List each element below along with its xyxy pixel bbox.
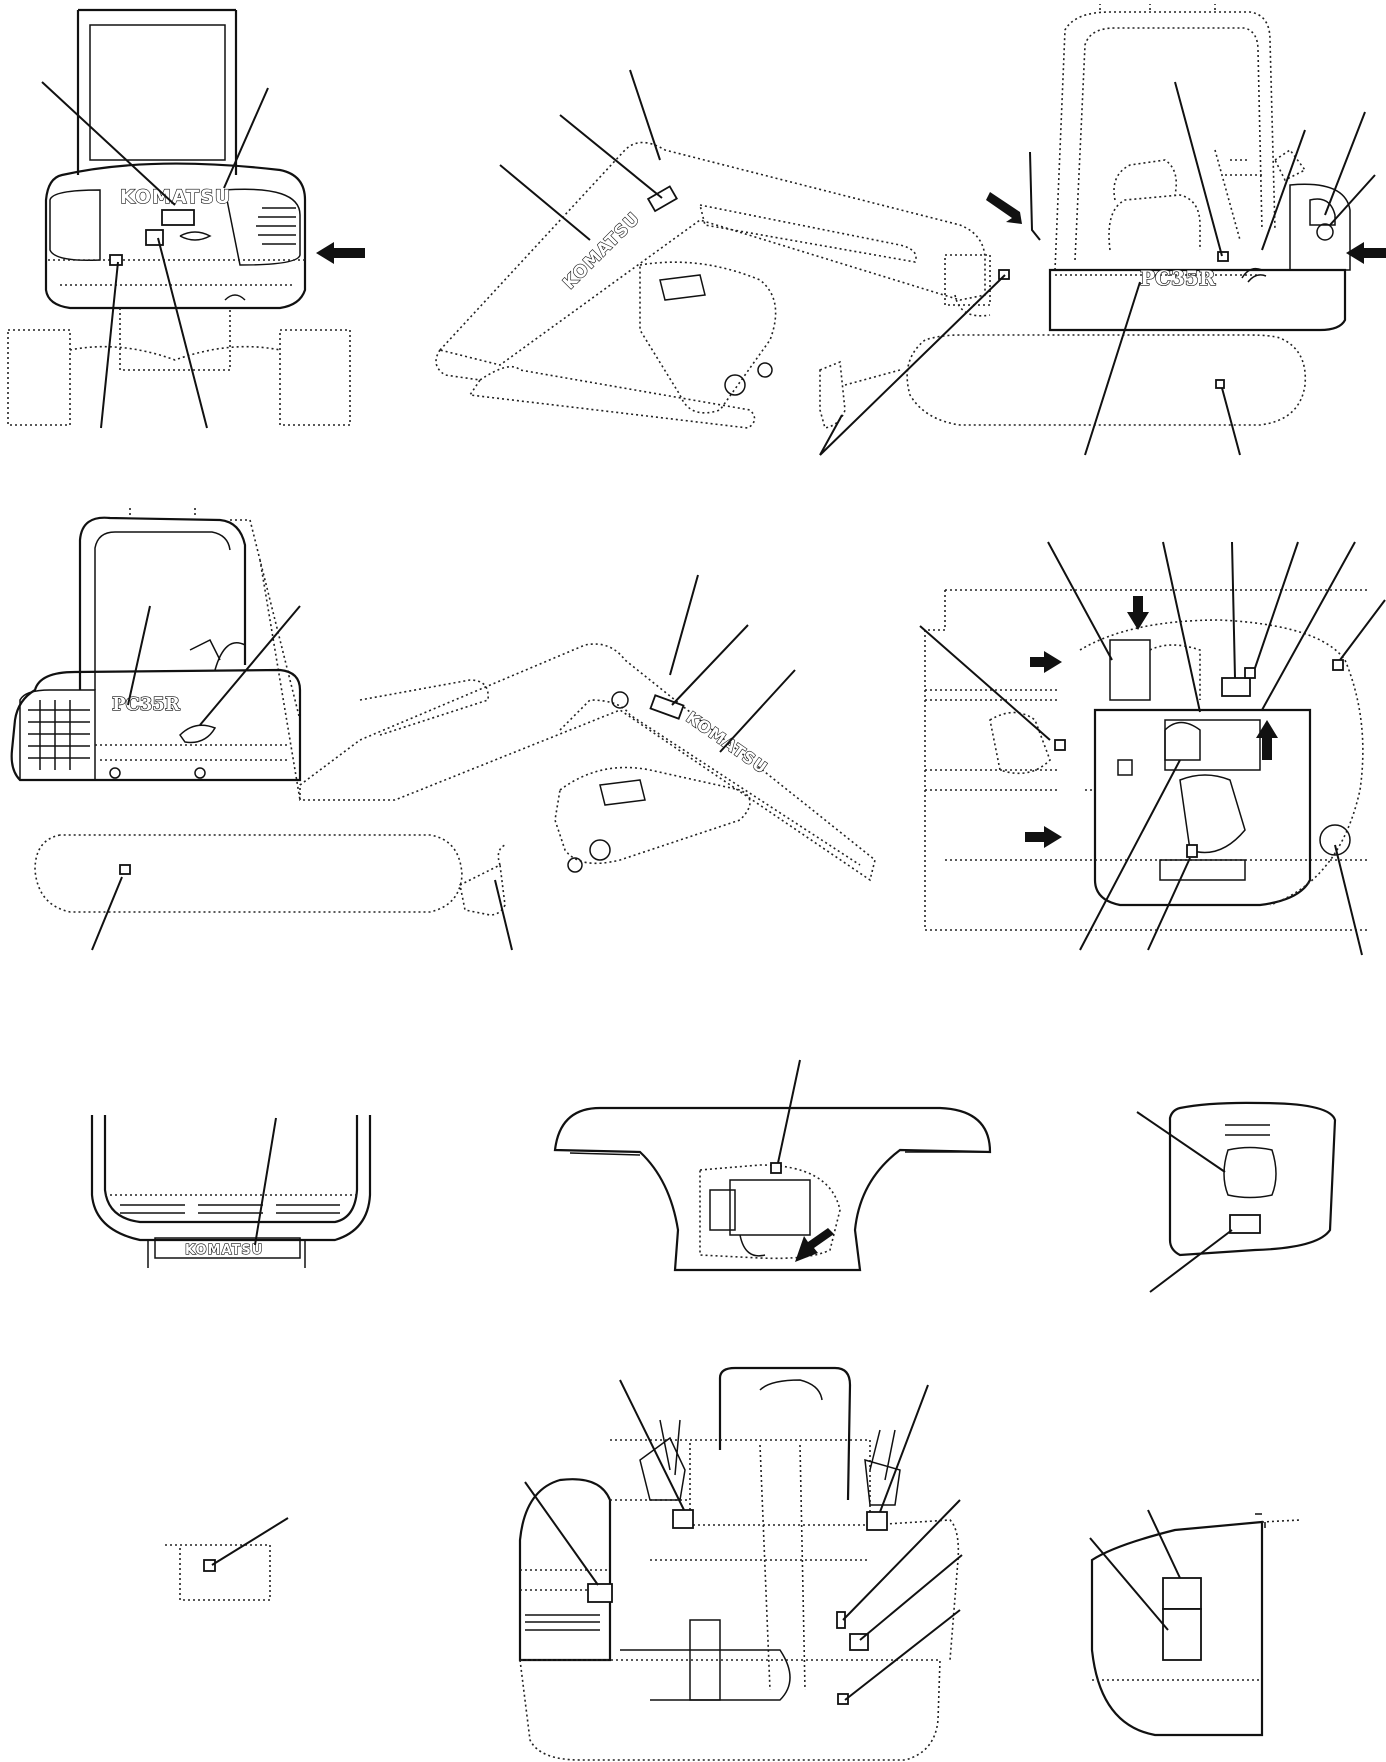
decal-marker	[587, 1583, 613, 1603]
svg-text:KOMATSU: KOMATSU	[683, 708, 772, 778]
decal-marker	[837, 1693, 849, 1705]
small-panel-view	[165, 1517, 289, 1601]
decal-marker	[145, 229, 164, 246]
decal-marker	[646, 185, 678, 213]
svg-text:KOMATSU: KOMATSU	[185, 1243, 263, 1258]
right-side-view: KOMATSU PC35R	[435, 4, 1386, 456]
rear-view: KOMATSU	[7, 8, 365, 429]
decal-marker	[1162, 1608, 1202, 1661]
model-decal-left: PC35R	[111, 693, 181, 715]
arrow-icon	[1256, 720, 1278, 760]
decal-marker	[1054, 739, 1066, 751]
decal-marker	[1162, 1577, 1202, 1610]
left-side-view: PC35R KOMATSU	[10, 508, 876, 951]
decal-marker	[119, 864, 131, 875]
decal-marker	[1221, 677, 1251, 697]
decal-marker	[998, 269, 1010, 280]
svg-text:PC35R: PC35R	[112, 694, 181, 715]
decal-marker	[1332, 659, 1344, 671]
decal-marker	[1186, 844, 1198, 858]
svg-text:KOMATSU: KOMATSU	[559, 208, 644, 293]
arrow-icon	[1346, 242, 1386, 264]
arrow-icon	[986, 192, 1022, 224]
decal-marker	[866, 1511, 888, 1531]
decal-marker	[1229, 1214, 1261, 1234]
arrow-icon	[316, 242, 365, 264]
svg-text:KOMATSU: KOMATSU	[120, 186, 231, 208]
decal-marker	[109, 254, 123, 266]
arrow-icon	[795, 1228, 834, 1262]
canopy-roof-view: KOMATSU	[90, 1115, 372, 1268]
decal-marker	[672, 1509, 694, 1529]
decal-marker	[836, 1611, 846, 1629]
decal-marker	[1217, 251, 1229, 262]
arrow-icon	[1030, 651, 1062, 673]
svg-text:PC35R: PC35R	[1140, 266, 1216, 290]
fender-view	[1089, 1509, 1301, 1737]
decal-marker	[203, 1559, 216, 1572]
brand-decal-roof: KOMATSU	[184, 1242, 263, 1258]
decal-marker	[770, 1162, 782, 1174]
decal-marker	[649, 694, 685, 720]
rear-grill	[256, 207, 296, 245]
control-panel-view	[553, 1059, 992, 1272]
brand-decal-rear: KOMATSU	[119, 185, 231, 208]
operator-seat-view	[518, 1366, 963, 1761]
arrow-icon	[1025, 826, 1062, 848]
brand-decal-boom: KOMATSU	[682, 707, 772, 778]
decal-marker	[161, 209, 195, 226]
top-view	[919, 541, 1386, 956]
decal-marker	[1244, 667, 1256, 679]
decal-marker	[1215, 379, 1225, 389]
side-cover-view	[1136, 1101, 1337, 1293]
side-grill	[28, 700, 90, 770]
brand-decal-arm: KOMATSU	[559, 208, 645, 294]
arrow-icon	[1127, 596, 1149, 630]
model-decal-right: PC35R	[1139, 265, 1216, 290]
